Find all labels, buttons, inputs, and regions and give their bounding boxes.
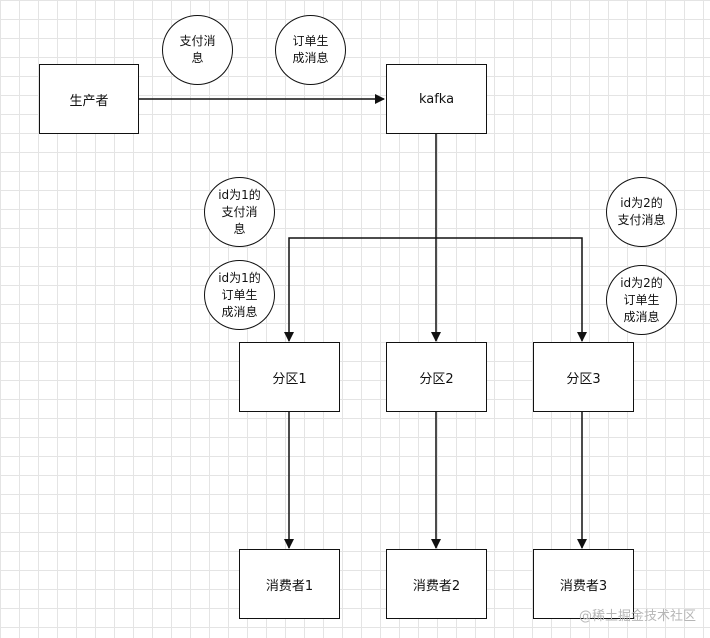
consumer3-box: 消费者3 xyxy=(533,549,634,619)
kafka-to-partition3-arrow xyxy=(436,237,587,342)
kafka-label: kafka xyxy=(418,91,455,107)
producer-label: 生产者 xyxy=(69,93,109,109)
id1-order-message-bubble: id为1的 订单生 成消息 xyxy=(204,260,275,330)
consumer2-box: 消费者2 xyxy=(386,549,487,619)
consumer3-label: 消费者3 xyxy=(559,578,608,594)
consumer1-label: 消费者1 xyxy=(265,578,314,594)
id1-order-message-label: id为1的 订单生 成消息 xyxy=(218,270,261,319)
consumer2-label: 消费者2 xyxy=(412,578,461,594)
partition3-box: 分区3 xyxy=(533,342,634,412)
order-message-label: 订单生 成消息 xyxy=(292,34,329,65)
watermark-text: @稀土掘金技术社区 xyxy=(578,609,696,624)
kafka-to-partition1-arrow xyxy=(284,237,436,342)
kafka-box: kafka xyxy=(386,64,487,134)
id1-pay-message-bubble: id为1的 支付消 息 xyxy=(204,177,275,247)
partition2-label: 分区2 xyxy=(419,371,454,387)
producer-box: 生产者 xyxy=(39,64,139,134)
pay-message-bubble: 支付消 息 xyxy=(162,15,233,85)
partition1-label: 分区1 xyxy=(272,371,307,387)
id2-order-message-label: id为2的 订单生 成消息 xyxy=(620,275,663,324)
partition1-box: 分区1 xyxy=(239,342,340,412)
order-message-bubble: 订单生 成消息 xyxy=(275,15,346,85)
pay-message-label: 支付消 息 xyxy=(179,34,216,65)
partition3-label: 分区3 xyxy=(566,371,601,387)
id2-pay-message-bubble: id为2的 支付消息 xyxy=(606,177,677,247)
id2-pay-message-label: id为2的 支付消息 xyxy=(617,196,666,227)
id2-order-message-bubble: id为2的 订单生 成消息 xyxy=(606,265,677,335)
consumer1-box: 消费者1 xyxy=(239,549,340,619)
partition2-box: 分区2 xyxy=(386,342,487,412)
id1-pay-message-label: id为1的 支付消 息 xyxy=(218,187,261,236)
